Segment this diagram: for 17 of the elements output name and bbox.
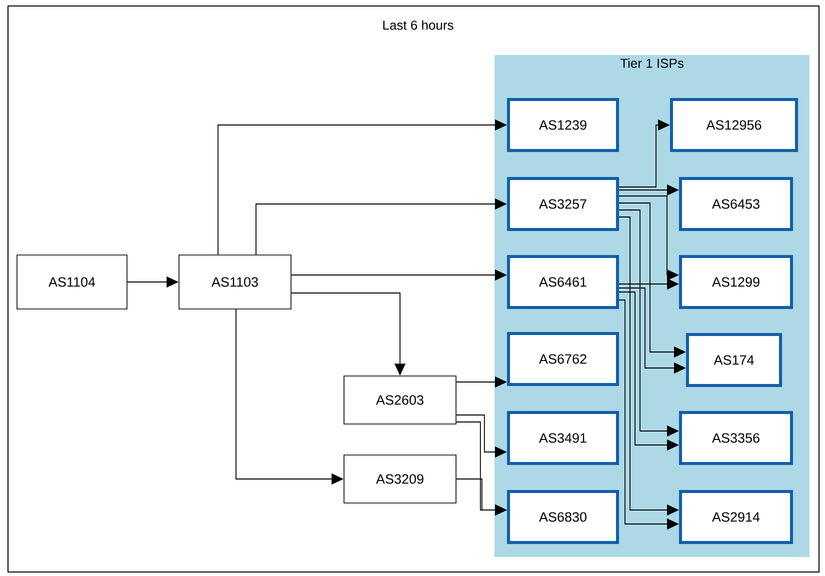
- title: Last 6 hours: [383, 20, 454, 30]
- as-box: AS3257: [507, 177, 619, 231]
- as-box: AS2603: [344, 376, 456, 424]
- as-box: AS174: [686, 333, 782, 387]
- as-box: AS1299: [679, 255, 793, 309]
- as-box: AS12956: [670, 98, 798, 152]
- as-box: AS6830: [507, 490, 619, 544]
- as-box: AS1103: [178, 254, 292, 310]
- as-box: AS1239: [507, 98, 619, 152]
- as-box: AS6453: [679, 177, 793, 231]
- as-box: AS3491: [507, 411, 619, 465]
- as-box: AS3209: [344, 454, 456, 504]
- as-box: AS1104: [16, 254, 128, 310]
- as-box: AS2914: [679, 490, 793, 544]
- as-box: AS6461: [507, 255, 619, 309]
- as-box: AS3356: [679, 411, 793, 465]
- as-box: AS6762: [507, 332, 619, 386]
